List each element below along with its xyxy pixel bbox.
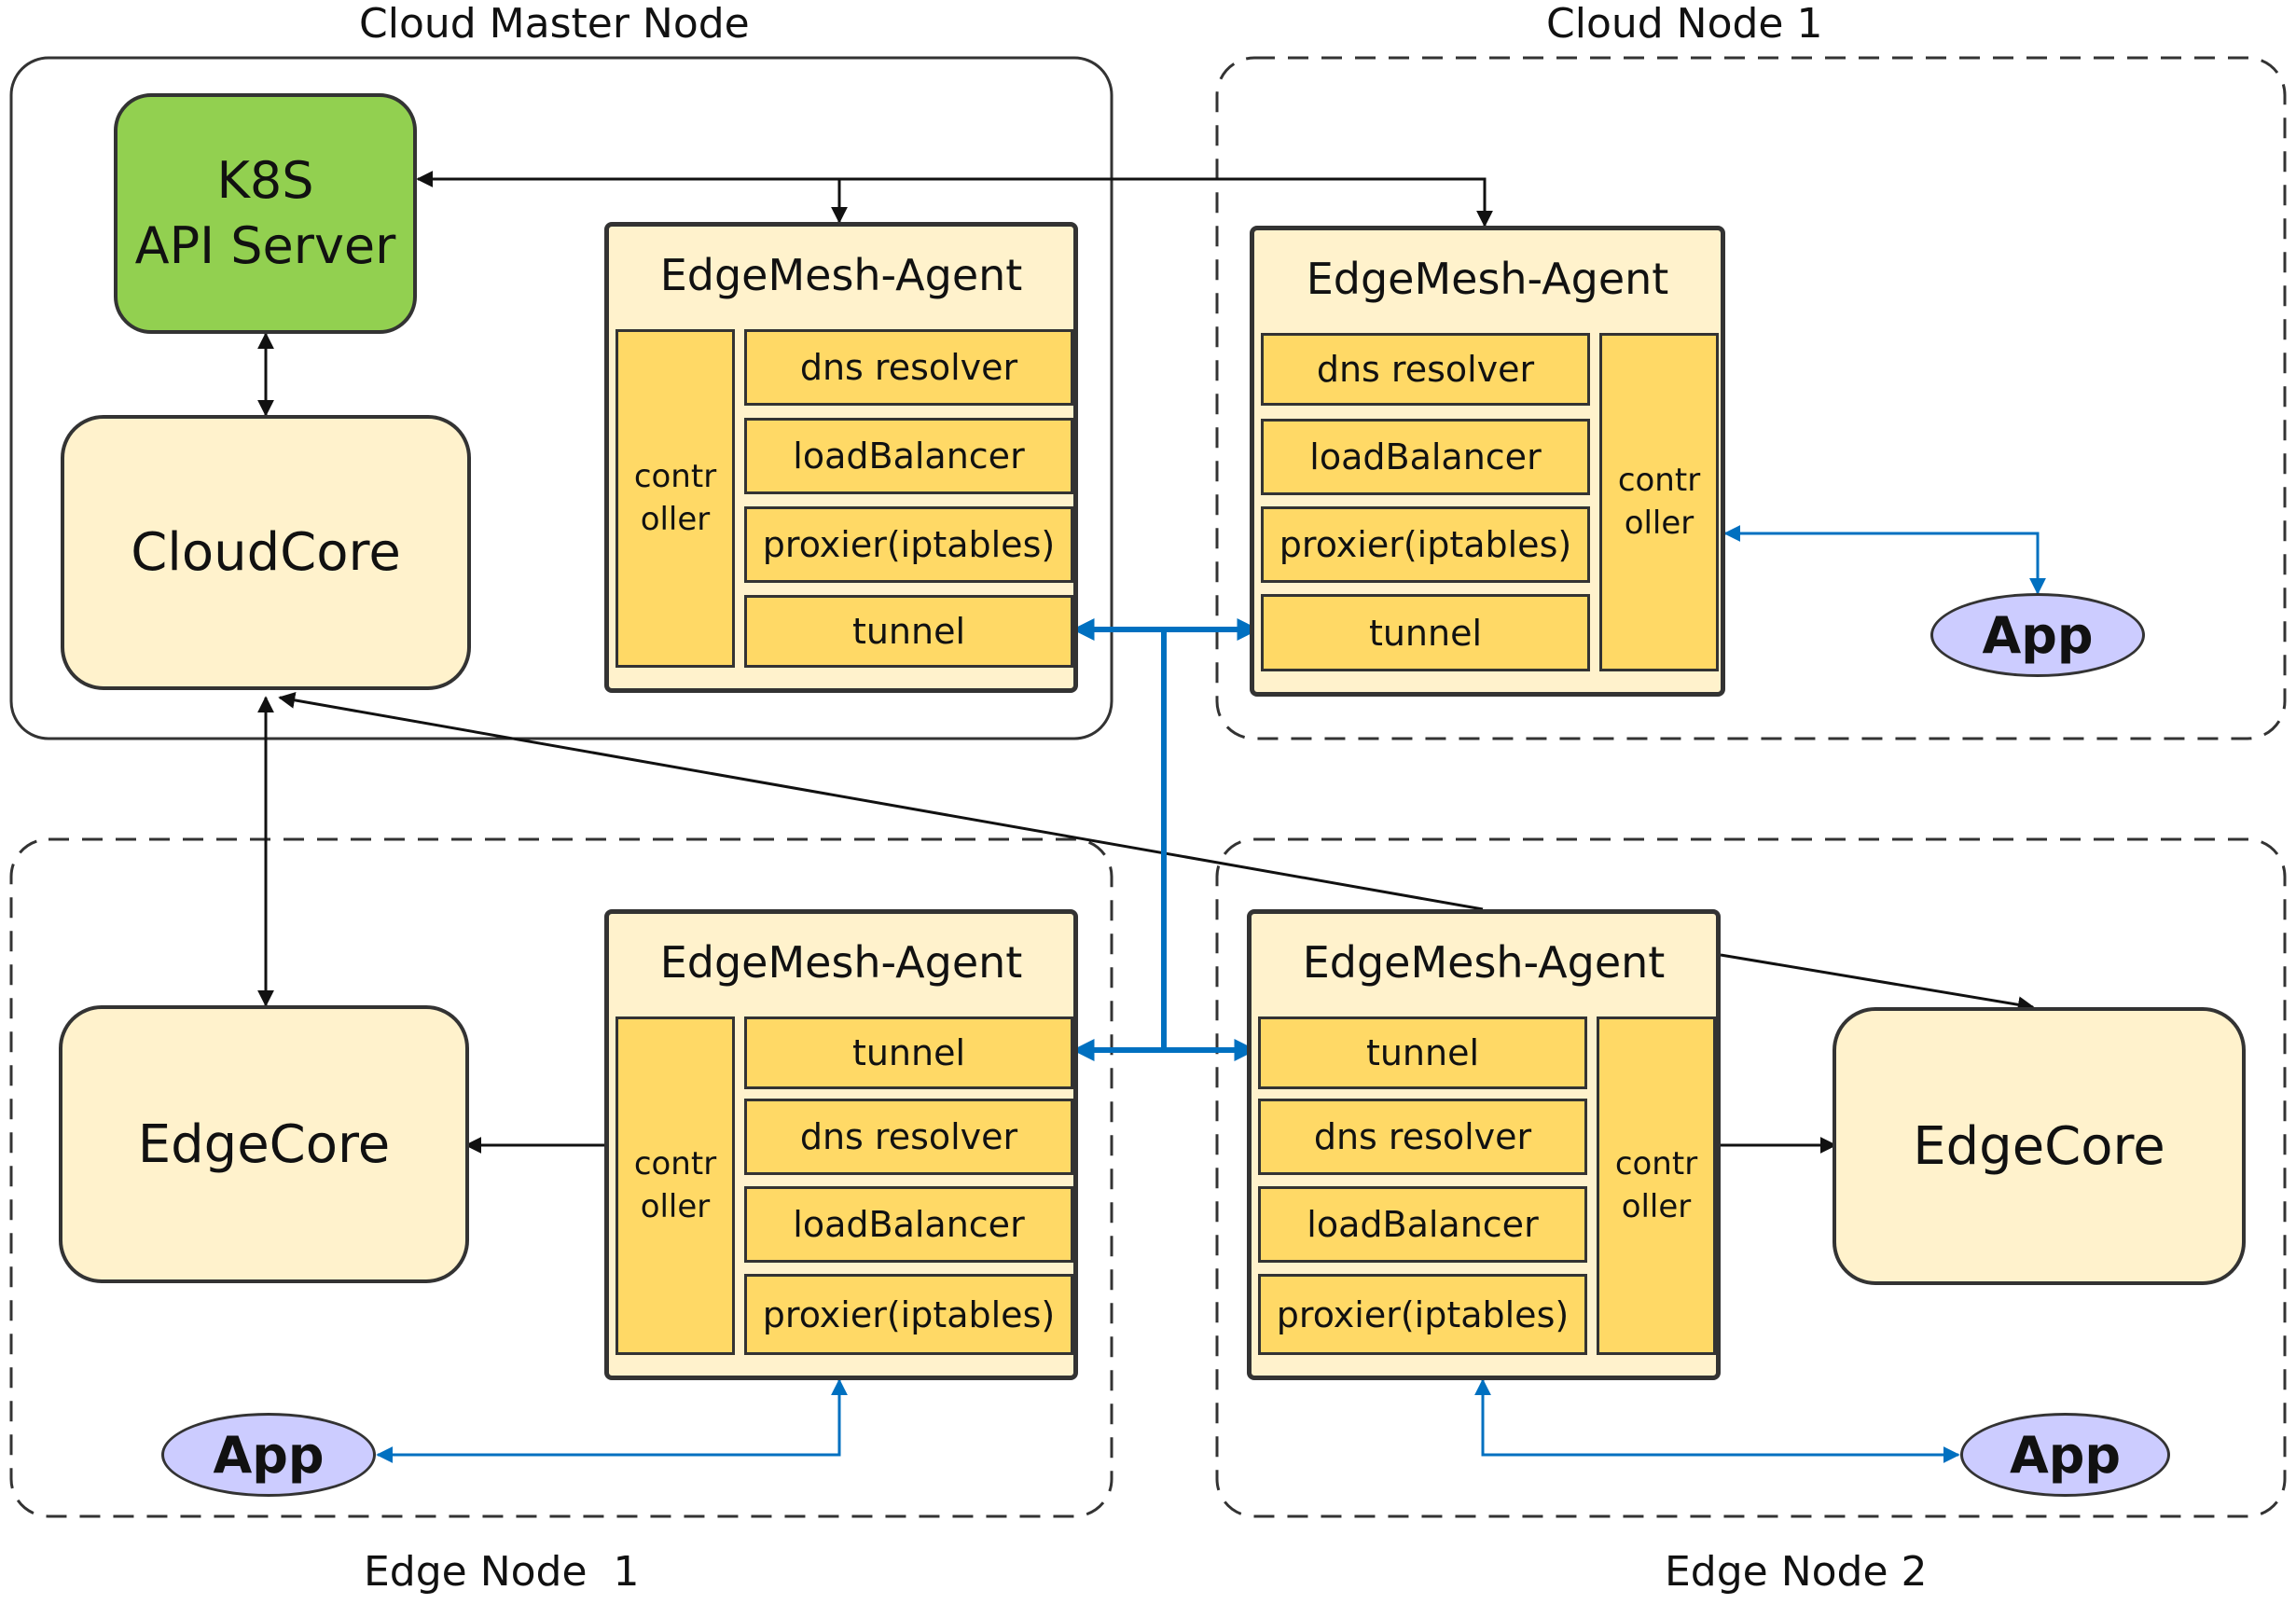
- app-edge1: App: [161, 1413, 376, 1497]
- k8s-to-agents-line: [416, 171, 1493, 228]
- proxier-module: proxier(iptables): [744, 1274, 1073, 1355]
- agent2-to-edgecore2-arrow: [1720, 953, 2035, 1014]
- edgecore-box-edge1: EdgeCore: [59, 1005, 469, 1283]
- cloud-node-1-title: Cloud Node 1: [1546, 0, 1823, 48]
- cloud-master-node-title: Cloud Master Node: [359, 0, 750, 48]
- proxier-module: proxier(iptables): [1258, 1274, 1587, 1355]
- k8s-label: K8S: [216, 150, 314, 210]
- cloud-master-node-region: [9, 56, 1113, 740]
- edgemesh-agent-cloud1: EdgeMesh-Agent dns resolver loadBalancer…: [1250, 226, 1725, 697]
- agent-title: EdgeMesh-Agent: [1306, 254, 1669, 304]
- tunnel-module: tunnel: [1258, 1016, 1587, 1089]
- cloudcore-label: CloudCore: [131, 522, 401, 583]
- app-link-edge2: [1474, 1378, 1960, 1463]
- proxier-module: proxier(iptables): [744, 506, 1073, 583]
- load-balancer-module: loadBalancer: [744, 418, 1073, 494]
- edge-node-2-title: Edge Node 2: [1665, 1548, 1928, 1596]
- cloudcore-edgecore2-arrow: [280, 698, 1484, 911]
- edgecore-label: EdgeCore: [137, 1113, 391, 1175]
- agent-title: EdgeMesh-Agent: [659, 937, 1023, 988]
- proxier-module: proxier(iptables): [1261, 506, 1590, 583]
- app-edge2: App: [1960, 1413, 2170, 1497]
- edge-node-1-title: Edge Node 1: [364, 1548, 640, 1596]
- edge-node-2-region: [1215, 837, 2287, 1518]
- app-cloud1: App: [1930, 593, 2145, 677]
- tunnel-module: tunnel: [744, 595, 1073, 668]
- load-balancer-module: loadBalancer: [1258, 1186, 1587, 1263]
- tunnel-module: tunnel: [1261, 594, 1590, 671]
- dns-resolver-module: dns resolver: [1258, 1099, 1587, 1175]
- dns-resolver-module: dns resolver: [1261, 333, 1590, 406]
- agent-title: EdgeMesh-Agent: [1302, 937, 1666, 988]
- dns-resolver-module: dns resolver: [744, 1099, 1073, 1175]
- k8s-api-server-box: K8S API Server: [114, 93, 417, 334]
- app-link-edge1: [376, 1378, 848, 1463]
- load-balancer-module: loadBalancer: [1261, 419, 1590, 495]
- edgemesh-agent-edge2: EdgeMesh-Agent tunnel dns resolver loadB…: [1247, 909, 1721, 1380]
- load-balancer-module: loadBalancer: [744, 1186, 1073, 1263]
- edgecore-label: EdgeCore: [1913, 1115, 2165, 1177]
- agent-title: EdgeMesh-Agent: [659, 250, 1023, 300]
- edge-node-1-region: [9, 837, 1113, 1518]
- dns-resolver-module: dns resolver: [744, 329, 1073, 406]
- cloud-node-1-region: [1215, 56, 2287, 740]
- app-link-cloud1: [1723, 525, 2046, 595]
- api-server-label: API Server: [134, 216, 396, 275]
- tunnel-module: tunnel: [744, 1016, 1073, 1089]
- cloudcore-box: CloudCore: [61, 415, 471, 690]
- edgecore-box-edge2: EdgeCore: [1833, 1007, 2246, 1285]
